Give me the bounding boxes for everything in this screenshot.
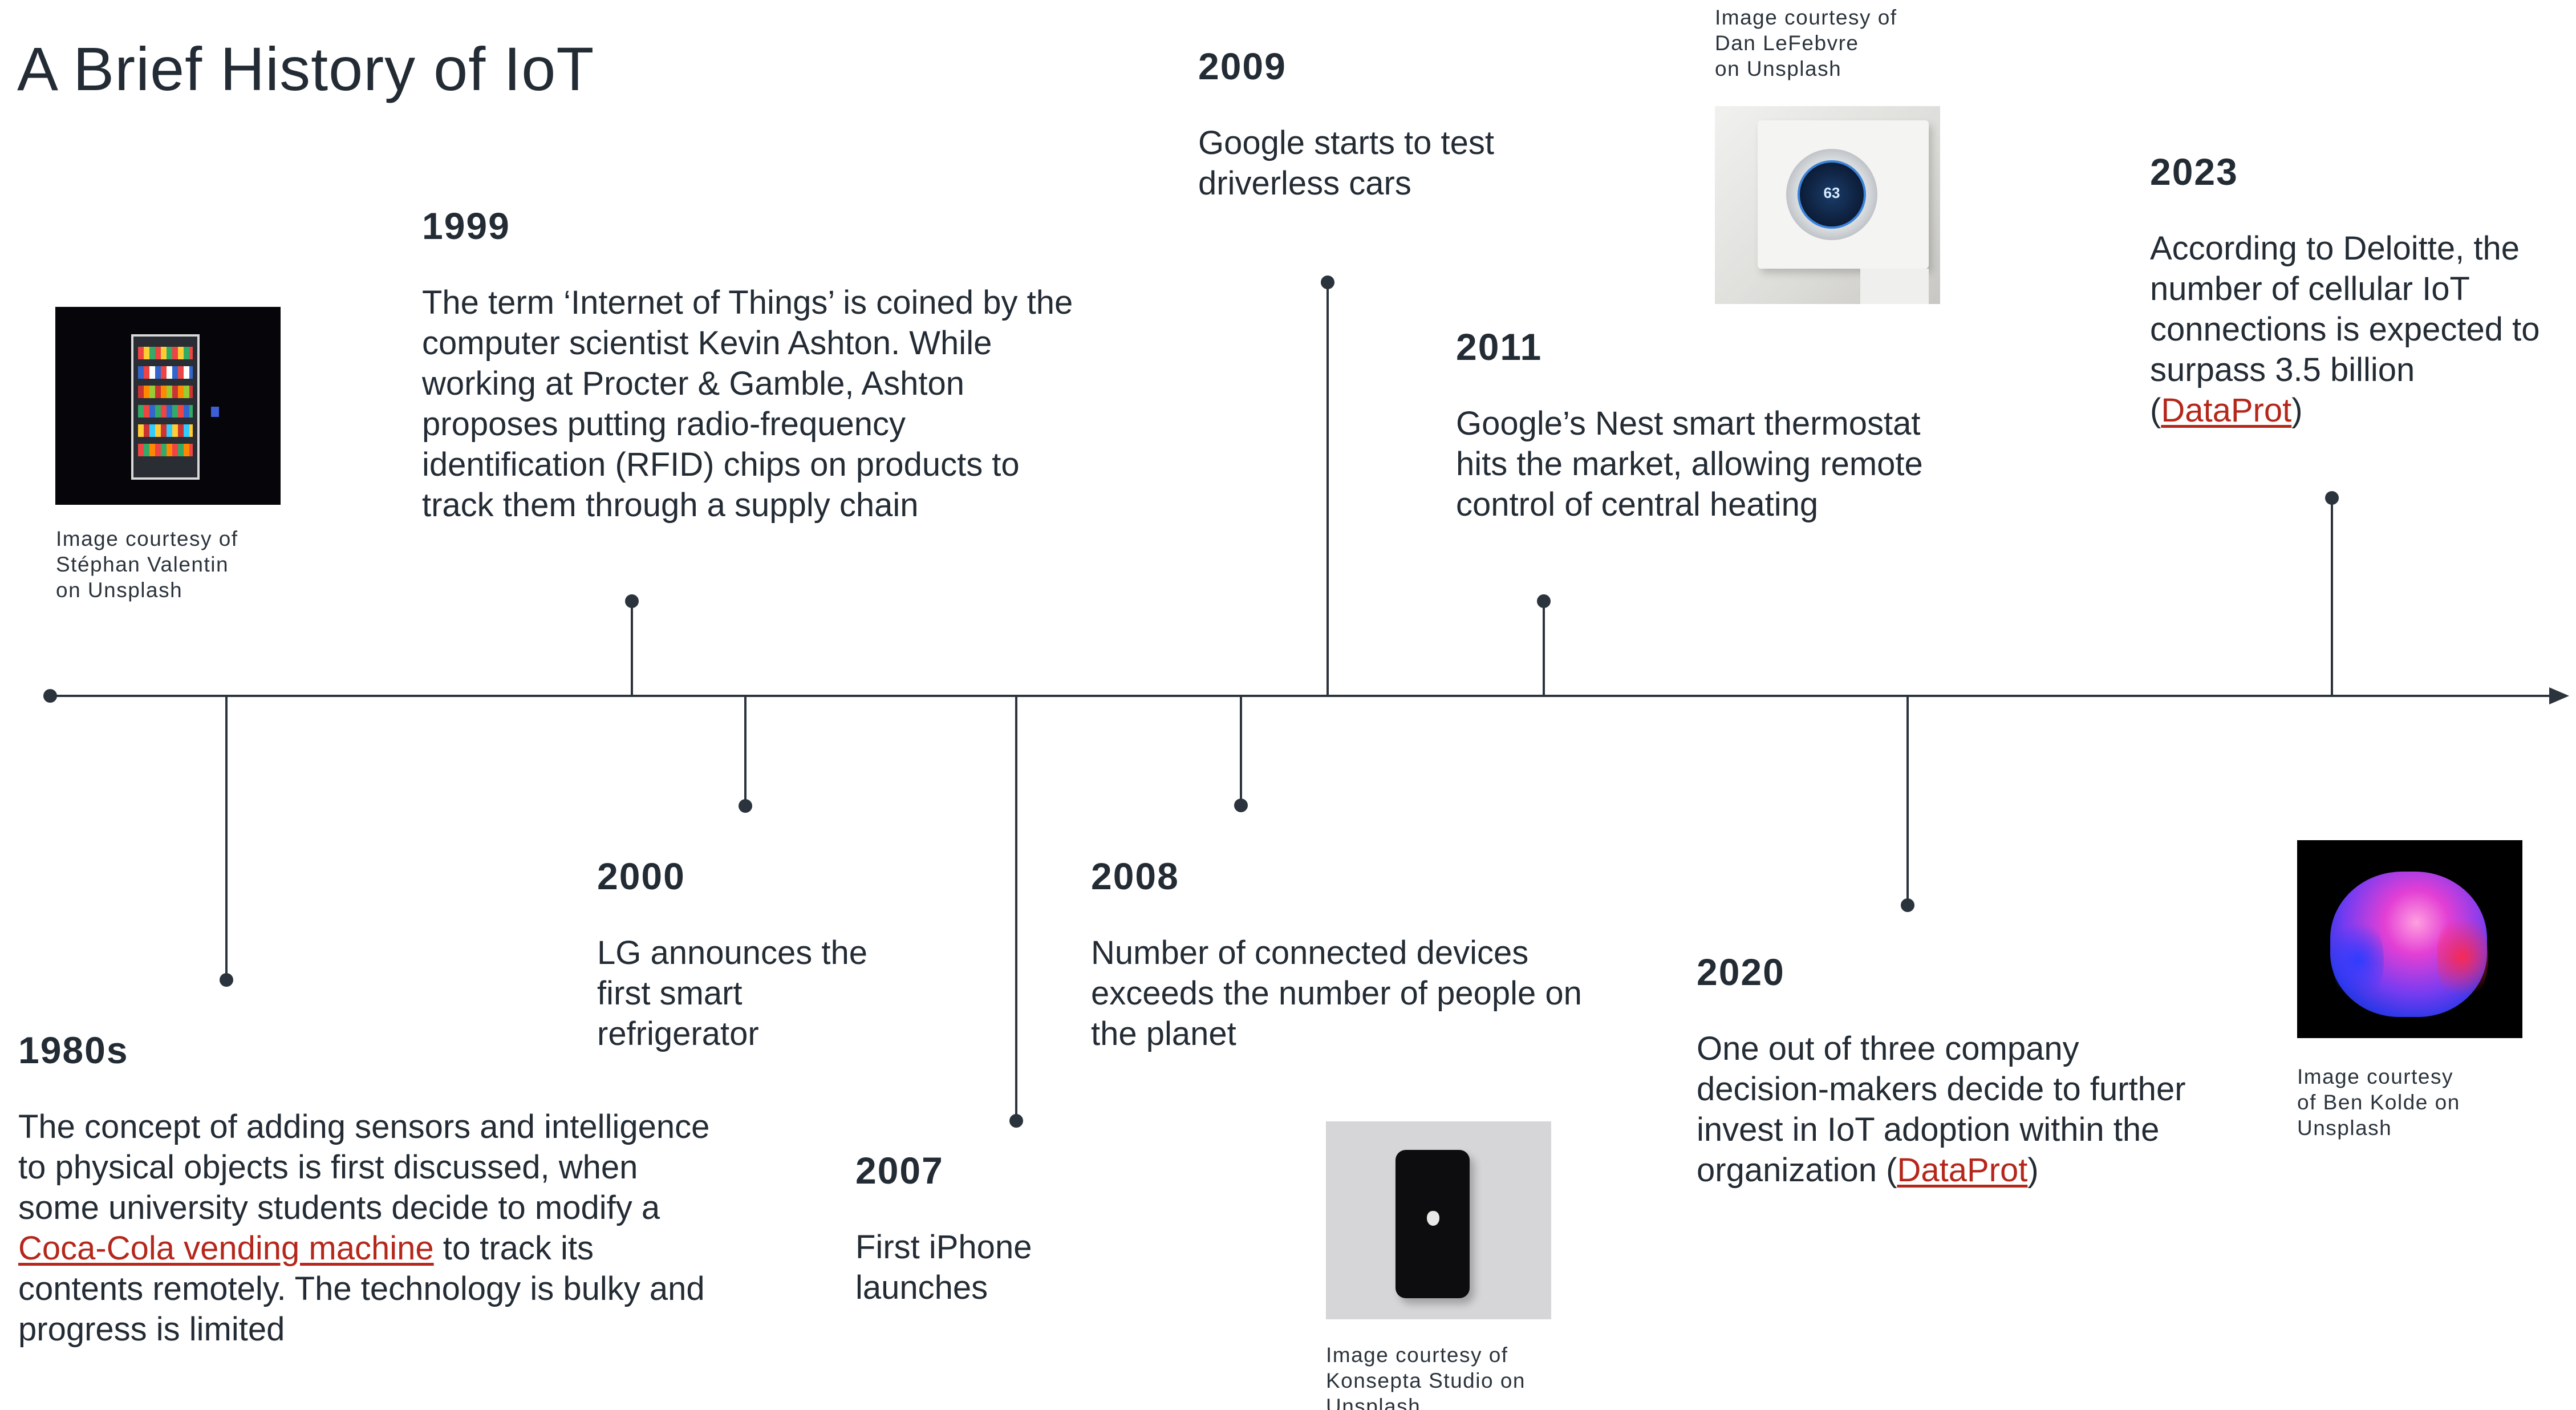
photo-credit-thermostat: Image courtesy of Dan LeFebvre on Unspla… [1715, 6, 1897, 80]
event-year: 2000 [597, 855, 685, 897]
event-2000: 2000 LG announces the first smart refrig… [597, 856, 894, 1054]
event-description: LG announces the first smart refrigerato… [597, 934, 868, 1052]
smart-speaker-photo [2297, 840, 2522, 1038]
event-2011: 2011 Google’s Nest smart thermostat hits… [1456, 326, 1981, 525]
event-description: Google’s Nest smart thermostat hits the … [1456, 404, 1923, 523]
event-year: 2011 [1456, 326, 1543, 368]
timeline-start-dot [43, 689, 57, 703]
event-year: 2008 [1091, 855, 1179, 897]
event-description: The concept of adding sensors and intell… [18, 1108, 710, 1348]
dot-2009 [1321, 275, 1334, 289]
event-2007: 2007 First iPhone launches [855, 1150, 1095, 1308]
dot-2007 [1009, 1114, 1023, 1128]
event-description: Number of connected devices exceeds the … [1091, 934, 1582, 1052]
dot-2020 [1901, 898, 1914, 912]
event-description: Google starts to test driverless cars [1198, 124, 1495, 202]
event-description: One out of three company decision-makers… [1697, 1030, 2186, 1189]
event-description: First iPhone launches [855, 1228, 1032, 1306]
event-2009: 2009 Google starts to test driverless ca… [1198, 46, 1609, 204]
dot-2000 [739, 799, 752, 813]
event-2008: 2008 Number of connected devices exceeds… [1091, 856, 1604, 1054]
dot-2008 [1234, 799, 1248, 812]
event-year: 2007 [855, 1149, 944, 1192]
event-1999: 1999 The term ‘Internet of Things’ is co… [422, 205, 1089, 525]
iphone-photo [1326, 1121, 1551, 1319]
photo-credit-iphone: Image courtesy of Konsepta Studio on Uns… [1326, 1343, 1526, 1410]
event-description: The term ‘Internet of Things’ is coined … [422, 283, 1073, 524]
event-2020: 2020 One out of three company decision-m… [1697, 951, 2198, 1190]
event-year: 1999 [422, 205, 510, 247]
coca-cola-vending-link[interactable]: Coca-Cola vending machine [18, 1229, 434, 1267]
photo-credit-vending: Image courtesy of Stéphan Valentin on Un… [56, 527, 238, 602]
photo-credit-speaker: Image courtesy of Ben Kolde on Unsplash [2297, 1065, 2460, 1140]
thermostat-photo: 63 [1715, 106, 1940, 304]
timeline-arrowhead [2549, 687, 2569, 704]
vending-machine-photo [55, 307, 281, 505]
event-1980s: 1980s The concept of adding sensors and … [18, 1030, 720, 1350]
dataprot-link[interactable]: DataProt [2161, 391, 2292, 429]
dot-2011 [1537, 594, 1551, 608]
event-year: 2023 [2150, 151, 2238, 193]
event-year: 1980s [18, 1029, 129, 1071]
dot-1980s [220, 973, 233, 987]
dot-2023 [2325, 491, 2339, 505]
dot-1999 [625, 594, 639, 608]
event-year: 2020 [1697, 951, 1785, 993]
event-2023: 2023 According to Deloitte, the number o… [2150, 151, 2561, 431]
page-title: A Brief History of IoT [17, 34, 595, 103]
event-year: 2009 [1198, 45, 1287, 87]
dataprot-link[interactable]: DataProt [1897, 1151, 2028, 1189]
event-description: According to Deloitte, the number of cel… [2150, 229, 2540, 429]
